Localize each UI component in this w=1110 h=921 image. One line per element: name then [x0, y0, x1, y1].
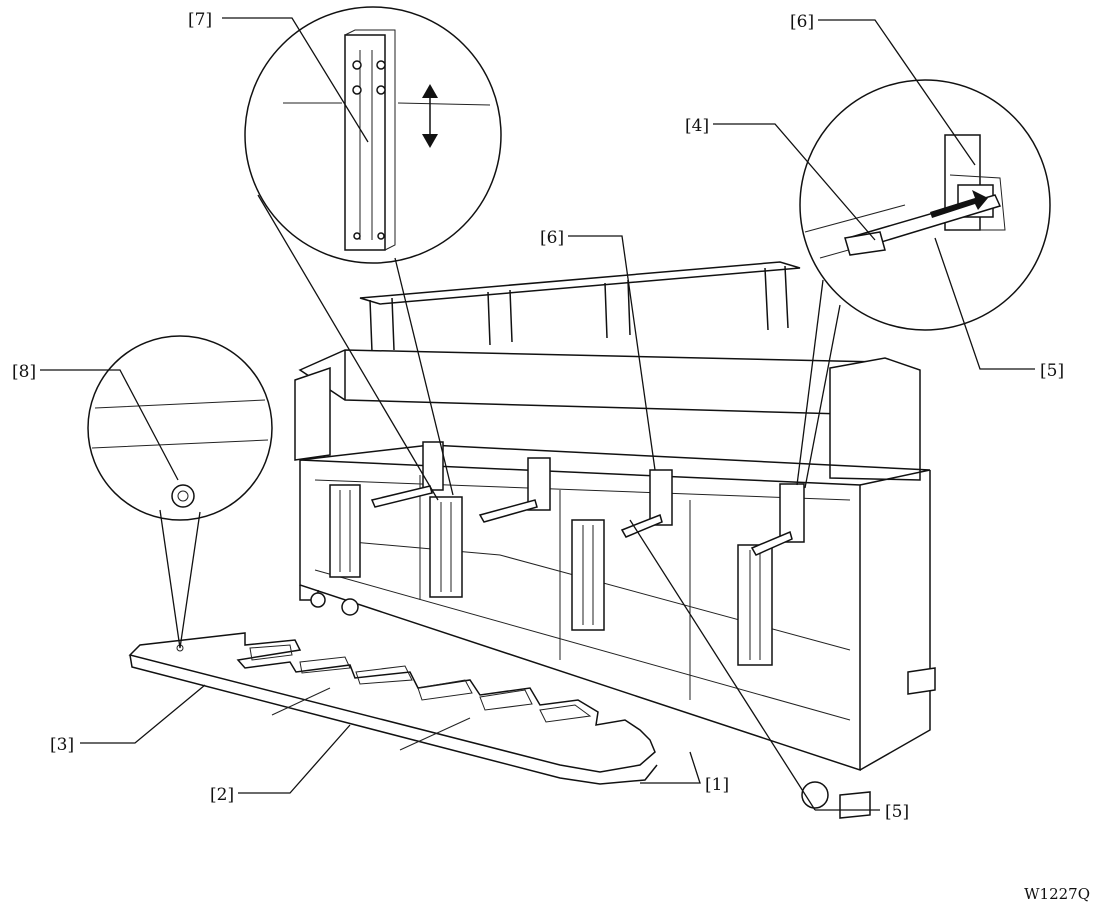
machine-frame — [294, 261, 936, 819]
callout-7: [7] — [188, 10, 212, 30]
figure-code: W1227Q — [1024, 885, 1090, 903]
front-brackets — [329, 484, 773, 666]
callout-4: [4] — [685, 116, 709, 136]
callout-2: [2] — [210, 785, 234, 805]
callout-1: [1] — [705, 775, 729, 795]
leader-lines — [40, 17, 1035, 811]
callout-5-upper: [5] — [1040, 361, 1064, 381]
callout-8: [8] — [12, 362, 36, 382]
zoom-detail-clip — [796, 79, 1051, 489]
callout-6-lower: [6] — [540, 228, 564, 248]
callout-6-upper: [6] — [790, 12, 814, 32]
zoom-detail-slider — [244, 6, 502, 501]
rear-brackets — [370, 441, 805, 556]
callout-3: [3] — [50, 735, 74, 755]
callout-5-lower: [5] — [885, 802, 909, 822]
table-boards — [128, 632, 658, 785]
zoom-detail-knob — [87, 335, 273, 649]
